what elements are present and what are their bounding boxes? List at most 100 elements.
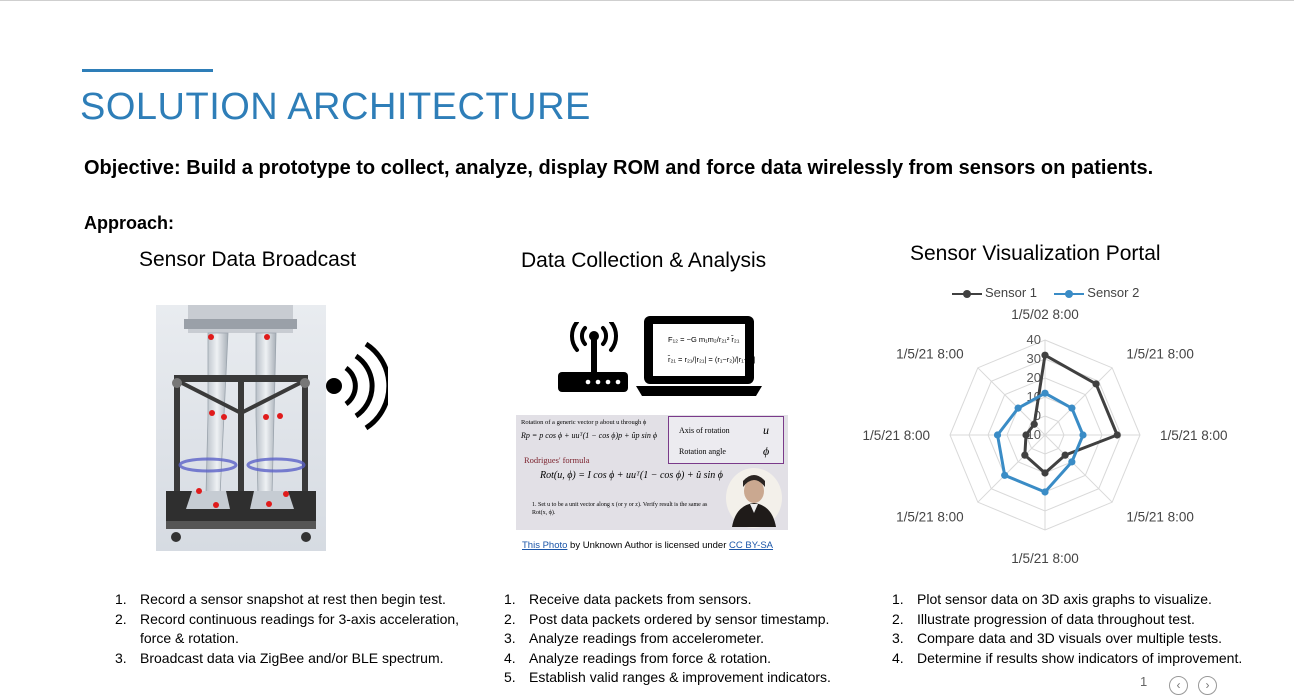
grid-spoke	[1044, 367, 1113, 436]
previous-slide-button[interactable]: ‹	[1169, 676, 1188, 695]
step-item: 2. Record continuous readings for 3-axis …	[115, 610, 485, 649]
legend-swatch-sensor1	[952, 289, 982, 298]
step-text: Analyze readings from force & rotation.	[529, 649, 772, 666]
steps-visualization: 1. Plot sensor data on 3D axis graphs to …	[892, 590, 1287, 668]
category-label: 1/5/21 8:00	[862, 428, 930, 443]
step-number: 1.	[892, 591, 904, 607]
series-1-point	[1113, 431, 1121, 439]
category-label: 1/5/21 8:00	[1126, 509, 1194, 524]
objective-text: Objective: Build a prototype to collect,…	[84, 157, 1154, 179]
radial-tick-label: 40	[1027, 332, 1041, 347]
approach-label: Approach:	[84, 213, 174, 233]
axis-symbol: u	[763, 423, 769, 437]
series-1-point	[1041, 351, 1049, 359]
radial-tick-label: 30	[1027, 351, 1041, 366]
category-label: 1/5/21 8:00	[1126, 347, 1194, 362]
series-2-point	[1041, 389, 1049, 397]
step-number: 3.	[504, 630, 516, 646]
step-number: 1.	[504, 591, 516, 607]
page-number: 1	[1140, 674, 1148, 689]
step-item: 3. Analyze readings from accelerometer.	[504, 629, 874, 649]
radial-tick-label: 0	[1034, 408, 1041, 423]
step-number: 2.	[504, 610, 516, 627]
step-number: 2.	[892, 610, 904, 627]
series-2-point	[1068, 404, 1076, 412]
radial-tick-label: 20	[1027, 370, 1041, 385]
axis-label: Axis of rotation	[679, 426, 730, 435]
legend-label-sensor2: Sensor 2	[1087, 285, 1140, 300]
series-1-point	[1021, 451, 1029, 459]
wireless-signal-icon	[326, 341, 388, 431]
step-text: Receive data packets from sensors.	[529, 591, 752, 607]
step-item: 1. Plot sensor data on 3D axis graphs to …	[892, 590, 1287, 610]
title-accent-bar	[82, 69, 213, 72]
portrait-image	[726, 468, 782, 528]
photo-credit: This Photo by Unknown Author is licensed…	[522, 540, 773, 551]
category-label: 1/5/02 8:00	[1011, 307, 1079, 322]
credit-text: by Unknown Author is licensed under	[567, 540, 730, 551]
category-label: 1/5/21 8:00	[1011, 551, 1079, 565]
step-text: Record continuous readings for 3-axis ac…	[140, 610, 460, 647]
sensor-rig-image	[156, 305, 326, 551]
angle-symbol: ϕ	[763, 444, 770, 458]
column-title-analysis: Data Collection & Analysis	[521, 249, 767, 272]
legend-label-sensor1: Sensor 1	[985, 285, 1038, 300]
step-number: 3.	[892, 630, 904, 646]
step-item: 4. Determine if results show indicators o…	[892, 649, 1287, 669]
grid-spoke	[977, 434, 1046, 503]
series-1-point	[1041, 469, 1049, 477]
step-number: 5.	[504, 669, 516, 685]
angle-label: Rotation angle	[679, 447, 726, 456]
step-text: Establish valid ranges & improvement ind…	[529, 669, 831, 685]
equation-note: 1. Set u to be a unit vector along x (or…	[532, 502, 708, 516]
step-item: 3. Broadcast data via ZigBee and/or BLE s…	[115, 649, 485, 669]
step-number: 4.	[892, 649, 904, 666]
series-1-point	[1022, 431, 1030, 439]
svg-text:F₁₂ = −G m₁m₂/r₂₁² r̂₂₁: F₁₂ = −G m₁m₂/r₂₁² r̂₂₁	[668, 335, 740, 344]
step-text: Determine if results show indicators of …	[917, 649, 1243, 666]
step-text: Illustrate progression of data throughou…	[917, 610, 1195, 627]
step-item: 2. Illustrate progression of data through…	[892, 610, 1287, 630]
equation-formula-1: Rp = p cos ϕ + uuᵀ(1 − cos ϕ)p + ûp sin …	[521, 431, 657, 440]
step-item: 3.Compare data and 3D visuals over multi…	[892, 629, 1287, 649]
step-text: Plot sensor data on 3D axis graphs to vi…	[917, 591, 1212, 607]
step-item: 5. Establish valid ranges & improvement i…	[504, 668, 874, 688]
step-number: 1.	[115, 591, 127, 607]
series-1-point	[1092, 380, 1100, 388]
svg-text:r̂₂₁ = r₂₁/|r₂₁| = (r₁−r₂)/|r₁: r̂₂₁ = r₂₁/|r₂₁| = (r₁−r₂)/|r₁−r₂|	[667, 355, 756, 364]
license-link[interactable]: CC BY-SA	[729, 540, 774, 551]
grid-spoke	[1044, 434, 1113, 503]
series-2-point	[1068, 458, 1076, 466]
column-title-broadcast: Sensor Data Broadcast	[139, 248, 357, 271]
step-item: 1. Receive data packets from sensors.	[504, 590, 874, 610]
step-item: 1. Record a sensor snapshot at rest then …	[115, 590, 485, 610]
step-item: 2. Post data packets ordered by sensor ti…	[504, 610, 874, 630]
category-label: 1/5/21 8:00	[1160, 428, 1228, 443]
next-slide-button[interactable]: ›	[1198, 676, 1217, 695]
step-number: 3.	[115, 649, 127, 666]
wifi-router-icon	[558, 322, 628, 392]
step-text: Record a sensor snapshot at rest then be…	[140, 591, 446, 607]
steps-broadcast: 1. Record a sensor snapshot at rest then …	[115, 590, 485, 668]
step-text: Broadcast data via ZigBee and/or BLE spe…	[140, 649, 444, 666]
step-text: Post data packets ordered by sensor time…	[529, 610, 830, 627]
equation-formula-2: Rot(u, ϕ) = I cos ϕ + uuᵀ(1 − cos ϕ) + û…	[540, 470, 723, 481]
chart-legend: Sensor 1 Sensor 2	[952, 285, 1139, 300]
laptop-icon: F₁₂ = −G m₁m₂/r₂₁² r̂₂₁ r̂₂₁ = r₂₁/|r₂₁|…	[636, 316, 762, 396]
series-2-point	[1014, 404, 1022, 412]
slide-title: SOLUTION ARCHITECTURE	[80, 86, 591, 128]
step-number: 2.	[115, 610, 127, 627]
series-2-point	[1041, 488, 1049, 496]
equation-heading: Rodrigues' formula	[524, 455, 590, 465]
series-2-point	[993, 431, 1002, 439]
category-label: 1/5/21 8:00	[896, 509, 964, 524]
step-number: 4.	[504, 649, 516, 666]
equation-intro: Rotation of a generic vector p about u t…	[521, 419, 647, 426]
series-1-point	[1061, 451, 1069, 459]
column-title-visualization: Sensor Visualization Portal	[910, 242, 1161, 265]
photo-link[interactable]: This Photo	[522, 540, 568, 551]
step-text: Analyze readings from accelerometer.	[529, 630, 764, 646]
series-1-point	[1030, 420, 1038, 428]
steps-analysis: 1. Receive data packets from sensors. 2. Po…	[504, 590, 874, 688]
step-item: 4. Analyze readings from force & rotation…	[504, 649, 874, 669]
